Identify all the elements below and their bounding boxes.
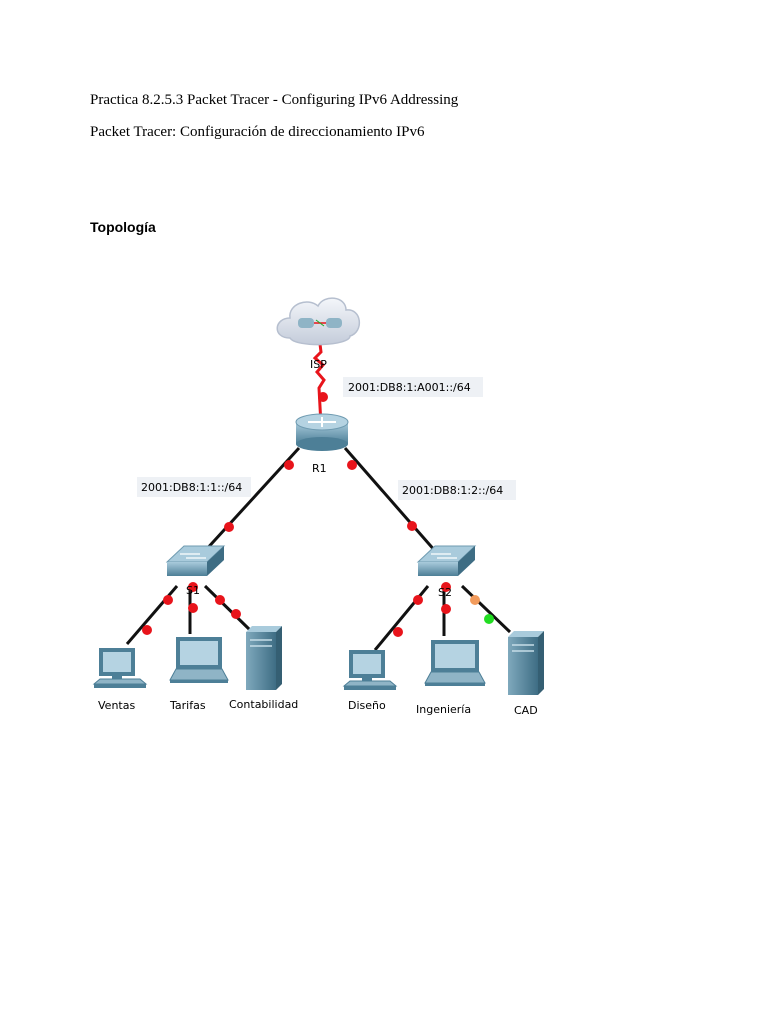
marker-r1-right [347,460,357,470]
link-s1-contabilidad [203,584,252,632]
document-title-line-1: Practica 8.2.5.3 Packet Tracer - Configu… [90,92,459,108]
server-contabilidad-icon [246,626,282,690]
isp-cloud-icon [276,297,360,346]
marker-isp-r1 [318,392,328,402]
marker-s2-diseno-b [393,627,403,637]
link-r1-s2 [343,447,438,553]
marker-s2-up [407,521,417,531]
marker-s1-ventas-b [142,625,152,635]
s2-label: S2 [438,586,452,599]
marker-s1-tarifas-a [188,582,198,592]
marker-s1-up [224,522,234,532]
contabilidad-label: Contabilidad [229,698,298,711]
link-r1-s1 [202,446,301,554]
link-s2-cad [460,584,512,634]
net-label-right-bg [398,480,516,500]
link-markers [142,392,494,637]
marker-s1-tarifas-b [188,603,198,613]
marker-s2-ing-a [441,582,451,592]
marker-s1-ventas-a [163,595,173,605]
pc-ventas-icon [92,648,148,688]
ventas-label: Ventas [98,699,135,712]
net-label-isp-bg [343,377,483,397]
switch-s2-icon [416,545,477,576]
topology-diagram: ISP 2001:DB8:1:A001::/64 R1 2001:DB8:1:1… [92,297,544,717]
marker-s2-cad-b [484,614,494,624]
r1-label: R1 [312,462,327,475]
net-label-right: 2001:DB8:1:2::/64 [402,484,503,497]
switch-s1-icon [165,545,226,576]
net-label-left-bg [137,477,251,497]
laptop-tarifas-icon [169,637,229,683]
marker-s2-diseno-a [413,595,423,605]
diseno-label: Diseño [348,699,386,712]
tarifas-label: Tarifas [169,699,206,712]
ingenieria-label: Ingeniería [416,703,471,716]
isp-label: ISP [310,358,327,371]
marker-s1-cont-a [215,595,225,605]
pc-diseno-icon [342,650,398,690]
marker-r1-left [284,460,294,470]
laptop-ingenieria-icon [424,640,486,686]
server-cad-icon [508,631,544,695]
net-label-isp: 2001:DB8:1:A001::/64 [348,381,471,394]
marker-s2-cad-a [470,595,480,605]
document-title-line-2: Packet Tracer: Configuración de direccio… [90,124,425,140]
s1-label: S1 [186,584,200,597]
link-isp-r1 [312,343,326,426]
link-s1-ventas [125,585,179,645]
topology-heading: Topología [90,219,156,235]
marker-s1-cont-b [231,609,241,619]
marker-s2-ing-b [441,604,451,614]
cad-label: CAD [514,704,538,717]
router-icon [295,413,349,451]
net-label-left: 2001:DB8:1:1::/64 [141,481,242,494]
